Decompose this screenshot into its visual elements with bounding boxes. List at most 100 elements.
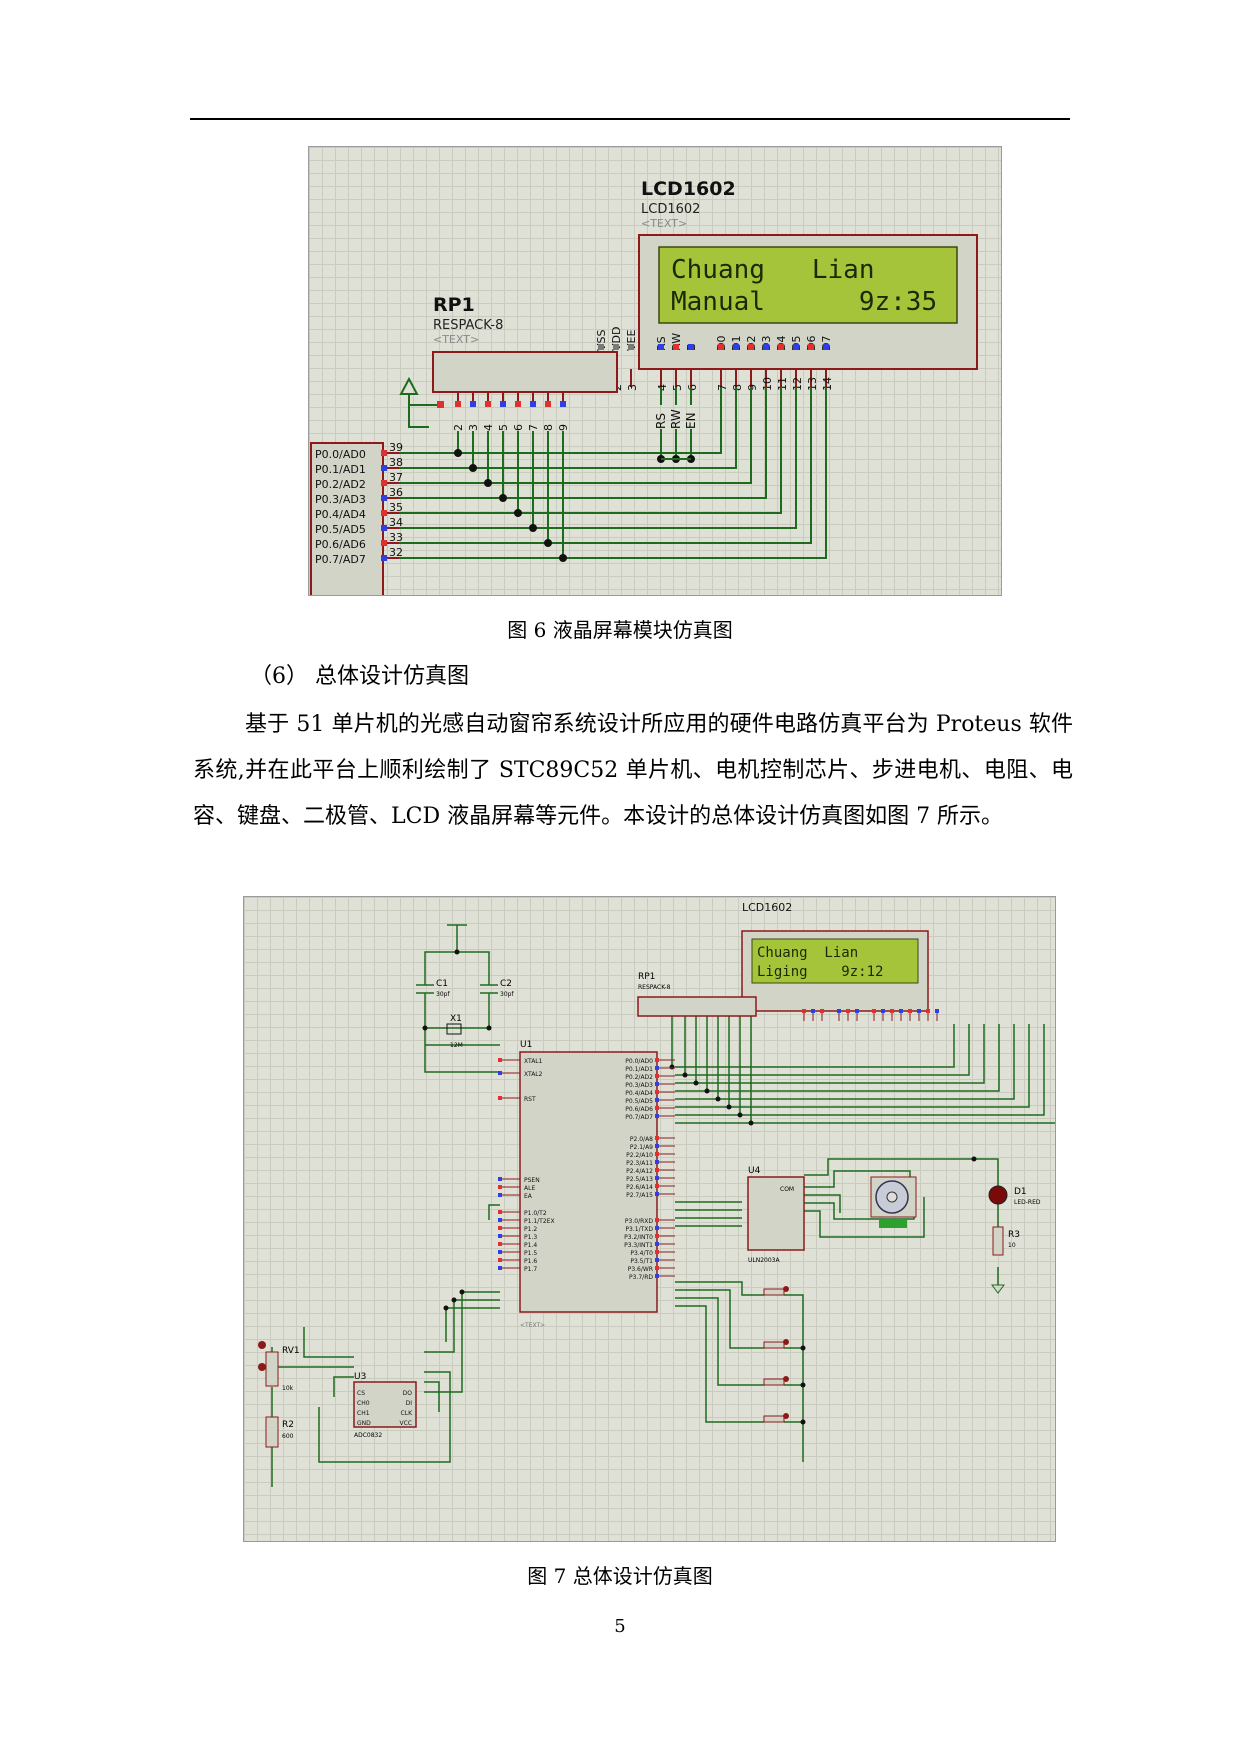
pin-marker xyxy=(381,480,387,486)
pin-marker xyxy=(381,540,387,546)
control-label: EN xyxy=(684,412,698,429)
lcd-pin-number: 7 xyxy=(716,384,729,391)
pin-marker xyxy=(500,401,506,407)
wires xyxy=(271,924,1055,1487)
rp-pin-number: 2 xyxy=(452,424,465,431)
pin-marker xyxy=(545,401,551,407)
lcd-pin-number: 13 xyxy=(806,377,819,391)
u1-right-pin-label: P0.0/AD0 xyxy=(625,1058,653,1065)
mcu-pin-number: 38 xyxy=(389,456,403,469)
rp-body xyxy=(432,351,618,393)
mcu-pin-label: P0.1/AD1 xyxy=(315,463,366,476)
r2-label: R2 xyxy=(282,1420,294,1430)
lcd-pin-number: 10 xyxy=(761,377,774,391)
u1-left-pin-label: P1.5 xyxy=(524,1250,537,1257)
lcd-screen xyxy=(658,246,958,324)
lcd-title: LCD1602 xyxy=(742,901,792,914)
lcd-pin-number: 8 xyxy=(731,384,744,391)
motor-label-icon xyxy=(879,1220,907,1228)
figure-6-lcd-schematic: LCD1602 LCD1602 <TEXT> Chuang Lian Manua… xyxy=(308,146,1002,596)
rp-pin-number: 8 xyxy=(542,424,555,431)
u1-right-pin-label: P0.7/AD7 xyxy=(625,1114,653,1121)
u1-right-pin-label: P3.5/T1 xyxy=(630,1258,653,1265)
u1-left-pin-label: P1.6 xyxy=(524,1258,537,1265)
junction-dots xyxy=(269,949,977,1425)
pin-marker xyxy=(673,344,679,350)
u3-sub: ADC0832 xyxy=(354,1432,382,1439)
u1-right-pin-label: P0.5/AD5 xyxy=(625,1098,653,1105)
section-heading: （6） 总体设计仿真图 xyxy=(250,664,469,689)
u1-right-pin-label: P0.2/AD2 xyxy=(625,1074,653,1081)
u3-pin-label: CLK xyxy=(401,1410,414,1417)
key-button-icon xyxy=(763,1415,785,1423)
control-label: RW xyxy=(669,409,683,429)
body-paragraph: 基于 51 单片机的光感自动窗帘系统设计所应用的硬件电路仿真平台为 Proteu… xyxy=(193,712,1073,829)
junction-dot xyxy=(454,449,462,457)
bus-wires xyxy=(399,387,827,562)
lcd-pin-number: 6 xyxy=(686,384,699,391)
u1-left-pin-label: P1.3 xyxy=(524,1234,537,1241)
pin-marker xyxy=(455,401,461,407)
lcd-text-tag: <TEXT> xyxy=(641,217,687,230)
rp-title: RP1 xyxy=(433,294,475,316)
u1-left-pin-label: XTAL1 xyxy=(524,1058,543,1065)
mcu-pin-number: 37 xyxy=(389,471,403,484)
u4-sub: ULN2003A xyxy=(748,1257,780,1264)
u3-pin-label: VCC xyxy=(400,1420,412,1427)
c1-value: 30pf xyxy=(436,991,450,998)
u3-pin-label: DO xyxy=(403,1390,413,1397)
lcd-line-1: Chuang Lian xyxy=(757,945,858,961)
lcd-line-2: Manual 9z:35 xyxy=(671,287,937,317)
u1-right-pin-label: P3.2/INT0 xyxy=(624,1234,653,1241)
junction-dot xyxy=(544,539,552,547)
pin-marker xyxy=(748,344,754,350)
mcu-pin-label: P0.0/AD0 xyxy=(315,448,366,461)
pin-marker xyxy=(793,344,799,350)
mcu-pin-number: 36 xyxy=(389,486,403,499)
u1-right-pin-label: P2.5/A13 xyxy=(626,1176,653,1183)
u1-left-pin-label: P1.4 xyxy=(524,1242,537,1249)
u4-uln-body xyxy=(747,1176,805,1251)
r2-value: 600 xyxy=(282,1433,294,1440)
header-rule xyxy=(190,118,1070,120)
pin-marker xyxy=(658,344,664,350)
lcd-line-2: Liging 9z:12 xyxy=(757,964,883,980)
lcd-subtitle: LCD1602 xyxy=(641,202,700,217)
vcc-arrow-icon xyxy=(399,376,419,395)
u1-right-pin-label: P3.1/TXD xyxy=(625,1226,653,1233)
mcu-pin-number: 33 xyxy=(389,531,403,544)
u1-right-pin-label: P0.4/AD4 xyxy=(625,1090,653,1097)
u1-right-pin-label: P2.4/A12 xyxy=(626,1168,653,1175)
rp1-label: RP1 xyxy=(638,972,655,982)
pin-marker xyxy=(381,525,387,531)
u1-mcu-body xyxy=(519,1051,658,1313)
u4-label: U4 xyxy=(748,1166,761,1176)
junction-dot xyxy=(469,464,477,472)
d1-sub: LED-RED xyxy=(1014,1199,1041,1206)
lcd-screen xyxy=(751,938,919,984)
lcd-pin-number: 14 xyxy=(821,377,834,391)
rp1-body xyxy=(637,996,757,1017)
u1-right-pin-label: P0.1/AD1 xyxy=(625,1066,653,1073)
lcd-line-1: Chuang Lian xyxy=(671,255,875,285)
pin-marker xyxy=(381,555,387,561)
pin-marker xyxy=(718,344,724,350)
c1-label: C1 xyxy=(436,979,448,989)
mcu-pin-number: 34 xyxy=(389,516,403,529)
mcu-pin-number: 39 xyxy=(389,441,403,454)
mcu-port0-body xyxy=(310,442,384,595)
pin-marker xyxy=(485,401,491,407)
key-button-icon xyxy=(763,1288,785,1296)
r3-label: R3 xyxy=(1008,1230,1020,1240)
u3-pin-label: CS xyxy=(357,1390,365,1397)
pin-marker xyxy=(613,344,619,350)
u1-left-pin-label: RST xyxy=(524,1096,536,1103)
vcc-wire xyxy=(408,404,441,428)
u3-adc-body xyxy=(353,1381,417,1428)
u1-left-pin-label: P1.1/T2EX xyxy=(524,1218,555,1225)
mcu-pin-number: 32 xyxy=(389,546,403,559)
u1-left-pin-label: PSEN xyxy=(524,1177,540,1184)
rp-text-tag: <TEXT> xyxy=(433,333,479,346)
rp1-sub: RESPACK-8 xyxy=(638,984,671,991)
